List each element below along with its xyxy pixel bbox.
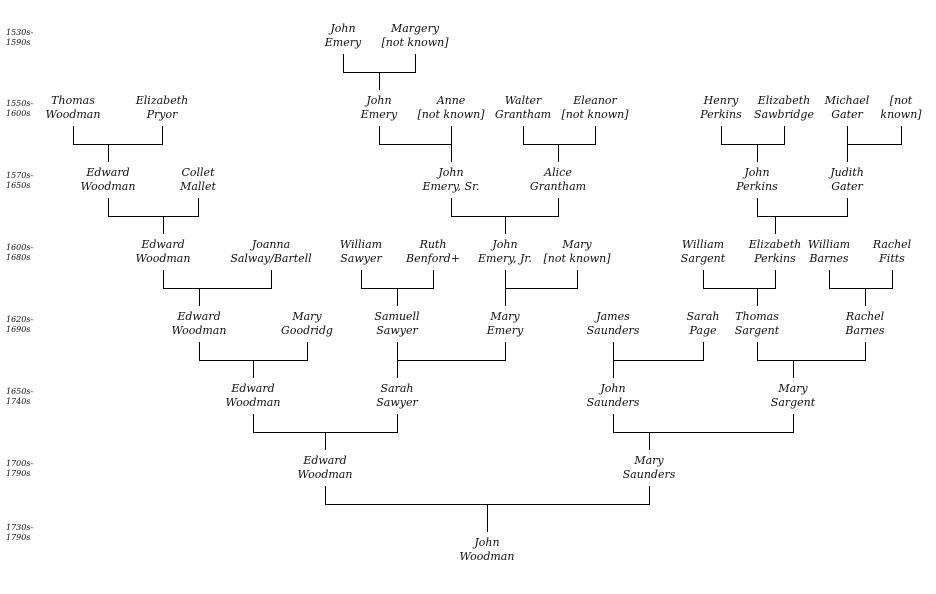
connector-lines xyxy=(73,54,902,532)
generation-label: 1620s-1690s xyxy=(6,315,33,334)
person-name: Anne[not known] xyxy=(417,94,485,121)
person-name: Eleanor[not known] xyxy=(561,94,629,121)
generation-label: 1570s-1650s xyxy=(6,171,33,190)
generation-label: 1600s-1680s xyxy=(6,243,33,262)
generation-label: 1700s-1790s xyxy=(6,459,33,478)
generation-label: 1550s-1600s xyxy=(6,99,33,118)
person-name: Margery[not known] xyxy=(381,22,449,49)
generation-label: 1730s-1790s xyxy=(6,523,33,542)
generation-label: 1650s-1740s xyxy=(6,387,33,406)
generation-label: 1530s-1590s xyxy=(6,28,33,47)
person-name: Mary[not known] xyxy=(543,238,611,265)
generation-labels: 1530s-1590s 1550s-1600s 1570s-1650s 1600s-1… xyxy=(6,28,33,542)
